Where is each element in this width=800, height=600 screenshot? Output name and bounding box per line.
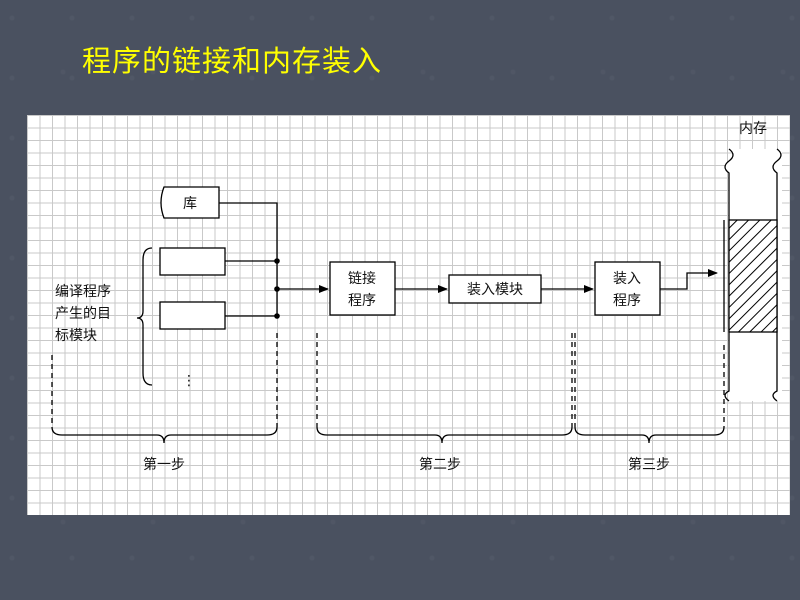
compiler-output-label: 编译程序 产生的目 标模块 <box>55 284 111 344</box>
library-label: 库 <box>183 196 197 212</box>
junction-dot <box>274 286 280 292</box>
compiler-output-line-2: 产生的目 <box>55 306 111 322</box>
linker-node: 链接 程序 <box>329 261 396 316</box>
step-3-label: 第三步 <box>628 456 670 473</box>
loaded-memory-region <box>728 219 778 333</box>
loader-label-line-1: 装入 <box>613 271 641 287</box>
more-modules-ellipsis: ⋮ <box>182 373 196 389</box>
load-module-node: 装入模块 <box>448 274 542 304</box>
memory-column: 内存 <box>723 121 782 402</box>
memory-label: 内存 <box>739 121 767 137</box>
loader-label-line-2: 程序 <box>613 293 641 309</box>
linker-label-line-1: 链接 <box>348 270 376 287</box>
step-1-label: 第一步 <box>143 456 185 473</box>
diagram-panel: 库 编译程序 产生的目 标模块 ⋮ 链接 程序 <box>27 115 790 515</box>
slide-title: 程序的链接和内存装入 <box>82 44 383 78</box>
module-connectors <box>219 202 329 317</box>
arrow-loader-to-memory <box>660 269 718 290</box>
compiler-output-line-3: 标模块 <box>55 328 97 344</box>
linker-label-line-2: 程序 <box>348 293 376 309</box>
step-separators <box>51 333 725 427</box>
step-braces <box>51 426 725 444</box>
junction-dot <box>274 258 280 264</box>
linking-loading-diagram: 库 编译程序 产生的目 标模块 ⋮ 链接 程序 <box>51 121 782 473</box>
step-2-label: 第二步 <box>419 456 461 473</box>
compiler-output-line-1: 编译程序 <box>55 284 111 300</box>
object-module-box-2 <box>159 301 226 330</box>
load-module-label: 装入模块 <box>467 282 523 298</box>
library-node: 库 <box>160 186 220 219</box>
junction-dot <box>274 313 280 319</box>
loader-node: 装入 程序 <box>594 261 661 316</box>
object-modules-brace <box>136 247 153 386</box>
object-module-box-1 <box>159 247 226 276</box>
